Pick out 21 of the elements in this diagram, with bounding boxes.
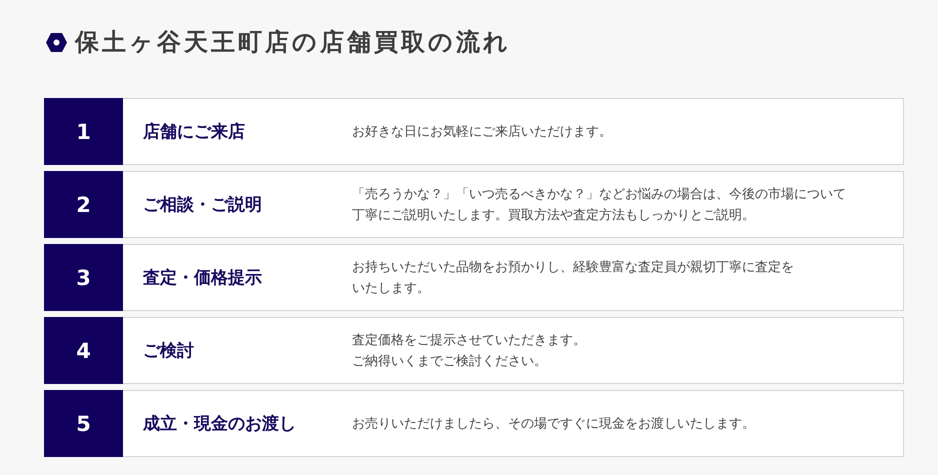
step-row <box>44 171 904 238</box>
step-description: 査定価格をご提示させていただきます。ご納得いくまでご検討ください。 <box>352 332 586 370</box>
step-description: 「売ろうかな？」「いつ売るべきかな？」などお悩みの場合は、今後の市場について丁寧にご説明いたします。買取方法や査定方法もしっかりとご説明。 <box>352 186 846 224</box>
step-number-box: 4 <box>44 317 123 384</box>
step-row <box>44 390 904 457</box>
step-row <box>44 317 904 384</box>
step-title: 査定・価格提示 <box>143 266 262 288</box>
step-description: お持ちいただいた品物をお預かりし、経験豊富な査定員が親切丁寧に査定をいたします。 <box>352 258 794 298</box>
step-title: 成立・現金のお渡し <box>143 412 296 434</box>
page-title: 保土ヶ谷天王町店の店舗買取の流れ <box>75 27 511 58</box>
step-row <box>44 98 904 165</box>
step-description: お売りいただけましたら、その場ですぐに現金をお渡しいたします。 <box>352 415 755 433</box>
step-description: お好きな日にお気軽にご来店いただけます。 <box>352 123 612 141</box>
step-number-box: 2 <box>44 171 123 238</box>
step-title: ご検討 <box>143 340 194 362</box>
step-title: 店舗にご来店 <box>143 120 245 142</box>
step-title: ご相談・ご説明 <box>143 194 262 216</box>
step-number-box: 1 <box>44 98 123 165</box>
step-number-box: 3 <box>44 244 123 311</box>
step-row <box>44 244 904 311</box>
step-number-box: 5 <box>44 390 123 457</box>
